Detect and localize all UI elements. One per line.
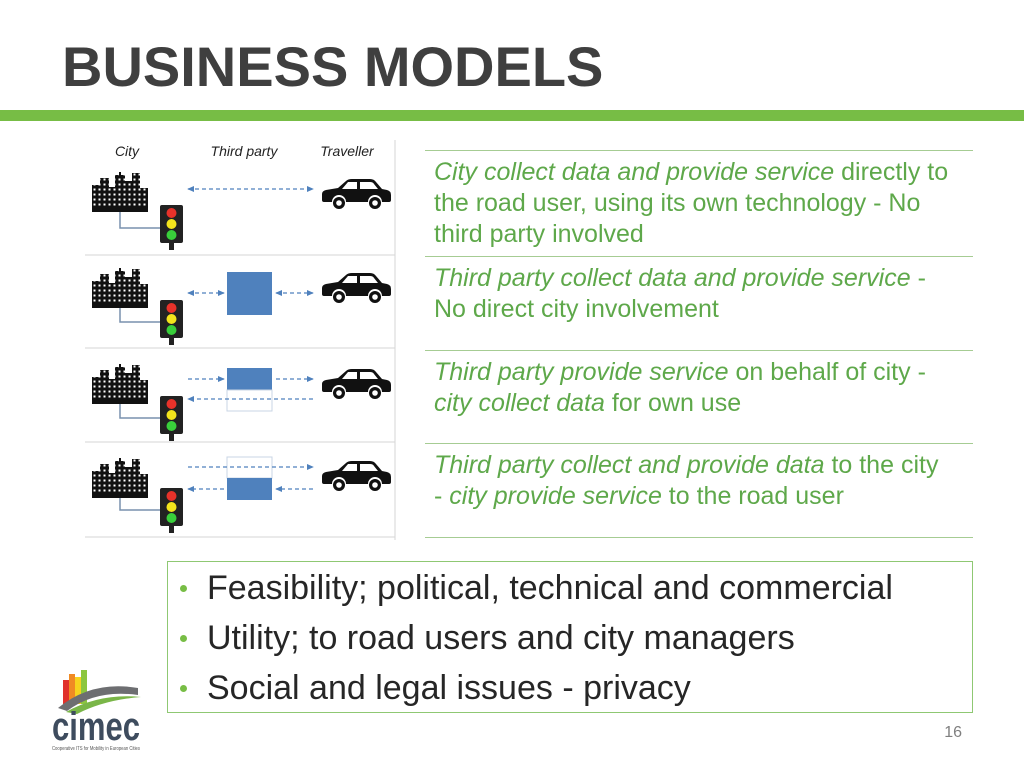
description-line: Third party provide service on behalf of… bbox=[434, 358, 926, 386]
consideration-item: Feasibility; political, technical and co… bbox=[168, 563, 972, 613]
consideration-item: Utility; to road users and city managers bbox=[168, 613, 972, 663]
logo-wordmark: cimec bbox=[52, 705, 140, 749]
diagram-row-city-direct bbox=[92, 172, 391, 250]
car-icon bbox=[322, 369, 391, 399]
description-line: No direct city involvement bbox=[434, 295, 719, 323]
diagram-row-third-party-service bbox=[92, 364, 391, 441]
diagram-row-third-party-only bbox=[92, 268, 391, 345]
cimec-logo: cimec Cooperative ITS for Mobility in Eu… bbox=[52, 670, 141, 752]
third-party-box bbox=[227, 478, 272, 500]
description-line: City collect data and provide service di… bbox=[434, 158, 949, 186]
traffic-light-icon bbox=[160, 396, 183, 441]
bullet-icon bbox=[180, 585, 187, 592]
description-line: Third party collect and provide data to … bbox=[434, 451, 939, 479]
logo-tagline: Cooperative ITS for Mobility in European… bbox=[52, 746, 140, 752]
slide-title: BUSINESS MODELS bbox=[62, 35, 604, 98]
model-description-third-party-data: Third party collect and provide data to … bbox=[425, 443, 973, 538]
description-line: city collect data for own use bbox=[434, 389, 742, 417]
city-signal-connector bbox=[119, 498, 160, 511]
consideration-item: Social and legal issues - privacy bbox=[168, 663, 972, 713]
city-buildings-icon bbox=[92, 364, 148, 404]
model-description-third-party-service: Third party provide service on behalf of… bbox=[425, 350, 973, 443]
column-header-third-party: Third party bbox=[211, 143, 279, 159]
diagram-row-third-party-data bbox=[92, 456, 391, 533]
city-buildings-icon bbox=[92, 172, 148, 212]
considerations-box: Feasibility; political, technical and co… bbox=[167, 561, 973, 713]
considerations-list: Feasibility; political, technical and co… bbox=[168, 562, 972, 713]
car-icon bbox=[322, 179, 391, 209]
third-party-box-outline bbox=[226, 389, 273, 412]
car-icon bbox=[322, 273, 391, 303]
bullet-icon bbox=[180, 635, 187, 642]
page-number: 16 bbox=[944, 724, 962, 741]
model-description-city-direct: City collect data and provide service di… bbox=[425, 150, 973, 256]
title-accent-bar bbox=[0, 110, 1024, 121]
bullet-icon bbox=[180, 685, 187, 692]
car-icon bbox=[322, 461, 391, 491]
city-signal-connector bbox=[119, 212, 160, 229]
business-models-diagram: City Third party Traveller bbox=[85, 140, 396, 540]
city-buildings-icon bbox=[92, 268, 148, 308]
third-party-box bbox=[227, 272, 272, 315]
city-signal-connector bbox=[119, 404, 160, 419]
column-header-city: City bbox=[115, 143, 140, 159]
description-line: - city provide service to the road user bbox=[434, 482, 844, 510]
description-line: third party involved bbox=[434, 220, 644, 248]
city-road-logo-icon bbox=[58, 670, 141, 714]
city-buildings-icon bbox=[92, 458, 148, 498]
city-signal-connector bbox=[119, 308, 160, 323]
third-party-box bbox=[227, 368, 272, 390]
model-description-third-party-only: Third party collect data and provide ser… bbox=[425, 256, 973, 350]
description-line: Third party collect data and provide ser… bbox=[434, 264, 926, 292]
traffic-light-icon bbox=[160, 300, 183, 345]
column-header-traveller: Traveller bbox=[320, 143, 375, 159]
traffic-light-icon bbox=[160, 205, 183, 250]
traffic-light-icon bbox=[160, 488, 183, 533]
description-line: the road user, using its own technology … bbox=[434, 189, 921, 217]
